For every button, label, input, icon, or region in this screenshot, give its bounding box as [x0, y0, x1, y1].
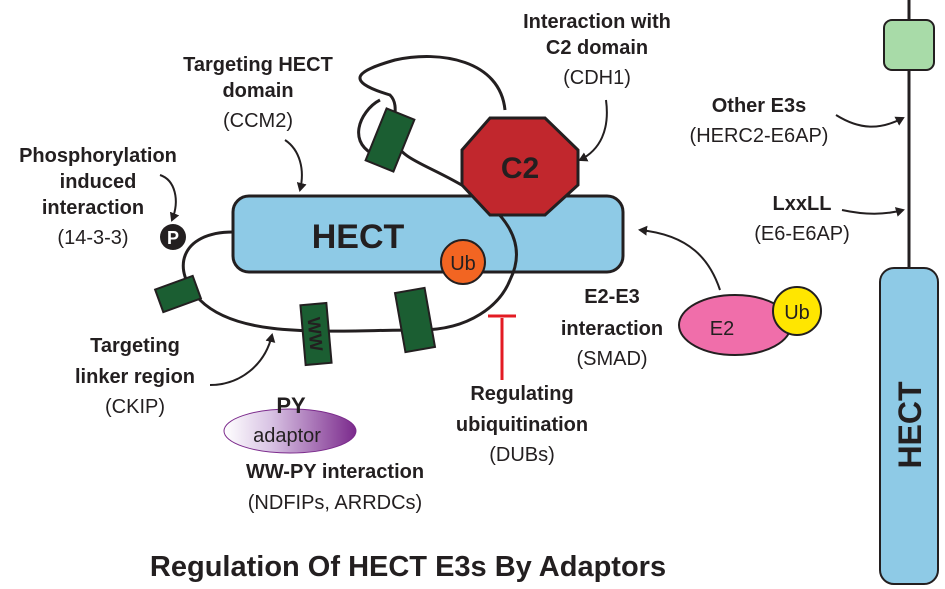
py-adaptor-line1: PY — [276, 393, 306, 418]
phospho-line1: Phosphorylation — [19, 145, 177, 167]
arrow-targeting-hect — [284, 139, 307, 192]
linker-line2: linker region — [75, 366, 195, 388]
phospho-line2: induced — [60, 171, 137, 193]
phospho-marker — [160, 224, 186, 250]
c2-annotation-line1: Interaction with — [523, 11, 671, 33]
other-e3s-line1: Other E3s — [712, 95, 806, 117]
ubiquitination-line1: Regulating — [470, 383, 573, 405]
arrow-lxxll — [841, 207, 905, 217]
linker-green-box-1 — [153, 274, 203, 314]
phospho-label: P — [167, 228, 179, 248]
e2e3-example: (SMAD) — [576, 348, 647, 370]
ub-on-hect-label: Ub — [450, 253, 476, 275]
ww-domain-label: WW — [304, 316, 327, 352]
arrow-phospho — [159, 174, 180, 222]
c2-domain — [460, 116, 580, 217]
wwpy-line1: WW-PY interaction — [246, 461, 424, 483]
targeting-hect-line2: domain — [222, 80, 293, 102]
hect-domain-box — [231, 194, 625, 274]
c2-domain-label: C2 — [501, 152, 539, 185]
ubiquitination-line2: ubiquitination — [456, 414, 588, 436]
linker-green-box-top — [364, 107, 416, 173]
ub-on-hect — [440, 239, 486, 285]
arrow-other-e3s — [835, 114, 905, 128]
phospho-example: (14-3-3) — [57, 227, 128, 249]
lxxll-line1: LxxLL — [773, 193, 832, 215]
e2e3-line2: interaction — [561, 318, 663, 340]
other-e3s-example: (HERC2-E6AP) — [690, 125, 829, 147]
wwpy-example: (NDFIPs, ARRDCs) — [248, 492, 422, 514]
linker-line1: Targeting — [90, 335, 180, 357]
e2e3-line1: E2-E3 — [584, 286, 640, 308]
side-green-domain — [883, 19, 935, 71]
linker-green-box-3 — [393, 286, 437, 354]
linker-example: (CKIP) — [105, 396, 165, 418]
arrow-c2 — [578, 99, 608, 162]
phospho-line3: interaction — [42, 197, 144, 219]
ub-on-e2 — [772, 286, 822, 336]
ubiquitination-example: (DUBs) — [489, 444, 555, 466]
ww-domain-box — [299, 301, 333, 367]
py-adaptor — [223, 408, 357, 454]
ub-on-e2-label: Ub — [784, 302, 810, 324]
e2-label: E2 — [710, 318, 734, 340]
c2-annotation-line2: C2 domain — [546, 37, 648, 59]
targeting-hect-line1: Targeting HECT — [183, 54, 333, 76]
hect-domain-label: HECT — [312, 218, 405, 256]
targeting-hect-example: (CCM2) — [223, 110, 293, 132]
lxxll-example: (E6-E6AP) — [754, 223, 850, 245]
c2-annotation-example: (CDH1) — [563, 67, 631, 89]
arrow-linker — [209, 333, 276, 386]
arrow-e2-e3 — [638, 225, 721, 291]
side-hect-domain — [879, 267, 939, 585]
side-hect-label: HECT — [892, 381, 928, 469]
diagram-title: Regulation Of HECT E3s By Adaptors — [150, 551, 666, 583]
py-adaptor-line2: adaptor — [253, 425, 321, 447]
